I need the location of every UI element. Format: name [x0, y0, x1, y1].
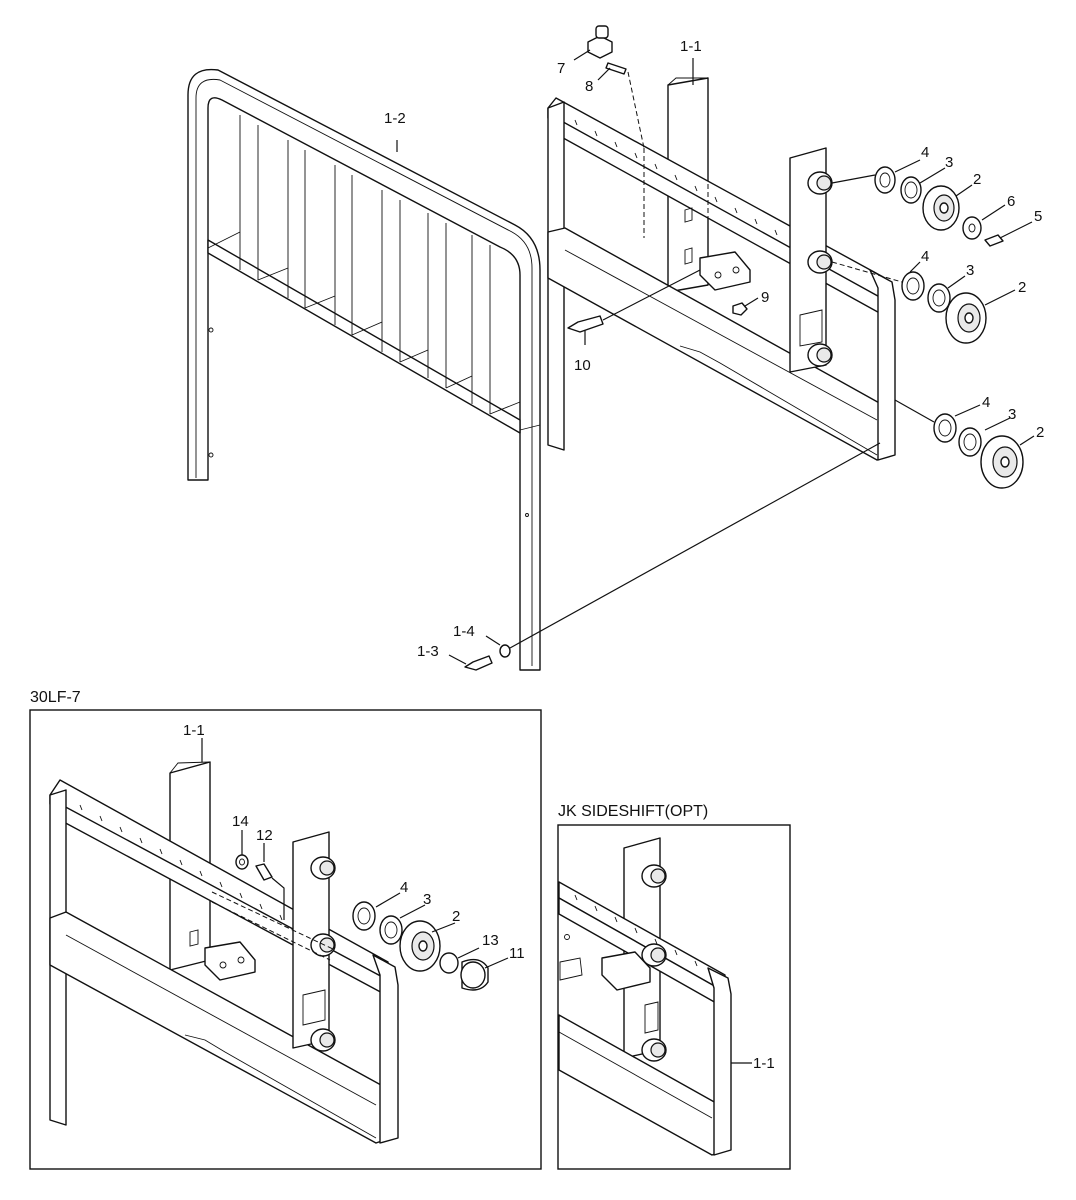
- screw-8: [605, 62, 627, 75]
- label-8: 8: [585, 78, 593, 95]
- main-carriage: [547, 77, 896, 461]
- inset-jk-title: JK SIDESHIFT(OPT): [558, 803, 708, 820]
- inset-30lf7-label-12: 12: [256, 827, 273, 844]
- washer-1-4: [499, 644, 511, 658]
- label-1-2: 1-2: [384, 110, 406, 127]
- label-low-2: 2: [1036, 424, 1044, 441]
- inset-30lf7-label-11: 11: [509, 945, 525, 962]
- load-backrest: [187, 68, 541, 671]
- label-1-1: 1-1: [680, 38, 702, 55]
- label-7: 7: [557, 60, 565, 77]
- label-upper-3: 3: [945, 154, 953, 171]
- inset-30lf7-label-13: 13: [482, 932, 499, 949]
- label-5: 5: [1034, 208, 1042, 225]
- inset-30lf7-label-4: 4: [400, 879, 408, 896]
- label-upper-4: 4: [921, 144, 929, 161]
- inset-30lf7-title: 30LF-7: [30, 689, 81, 706]
- inset-30lf7-nut-14: [235, 854, 249, 870]
- label-10: 10: [574, 357, 591, 374]
- inset-30lf7-roller-stack: [352, 901, 489, 991]
- inset-30lf7-frame: [29, 709, 542, 1170]
- bolt-1-3: [464, 655, 493, 671]
- inset-30lf7-screw-12: [255, 863, 273, 881]
- inset-jk-frame: [557, 824, 791, 1170]
- inset-30lf7-label-14: 14: [232, 813, 249, 830]
- label-9: 9: [761, 289, 769, 306]
- label-mid-3: 3: [966, 262, 974, 279]
- inset-30lf7-carriage: [49, 761, 399, 1144]
- inset-jk-carriage: [558, 837, 732, 1156]
- label-low-3: 3: [1008, 406, 1016, 423]
- upper-roller-stack: [831, 166, 1004, 247]
- inset-jk-label-1-1: 1-1: [753, 1055, 775, 1072]
- label-low-4: 4: [982, 394, 990, 411]
- inset-30lf7-label-3: 3: [423, 891, 431, 908]
- lower-roller-stack: [894, 399, 1024, 489]
- inset-30lf7-label-1-1: 1-1: [183, 722, 205, 739]
- label-1-3: 1-3: [417, 643, 439, 660]
- middle-roller-stack: [831, 261, 987, 344]
- nut-9: [732, 302, 748, 316]
- label-6: 6: [1007, 193, 1015, 210]
- label-mid-4: 4: [921, 248, 929, 265]
- bolt-10: [567, 315, 604, 333]
- label-upper-2: 2: [973, 171, 981, 188]
- inset-30lf7-label-2: 2: [452, 908, 460, 925]
- grease-fitting-7: [587, 25, 613, 59]
- label-1-4: 1-4: [453, 623, 475, 640]
- label-mid-2: 2: [1018, 279, 1026, 296]
